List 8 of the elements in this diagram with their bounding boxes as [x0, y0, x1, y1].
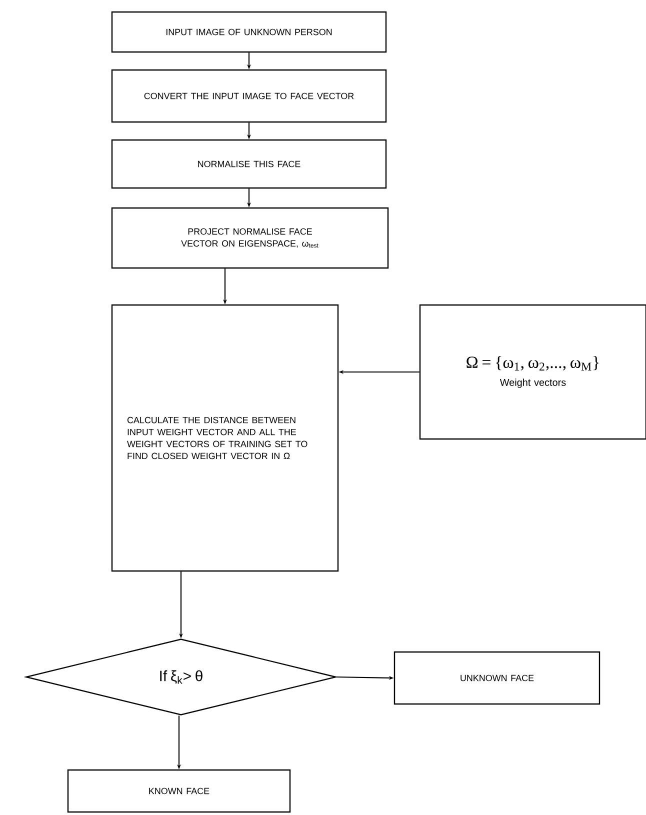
process-box: KNOWN FACE — [67, 769, 291, 813]
process-box: PROJECT NORMALISE FACE VECTOR ON EIGENSPACE, ω$_{test}$ — [111, 207, 389, 269]
process-box: CALCULATE THE DISTANCE BETWEEN INPUT WEIGHT VECTOR AND ALL THE WEIGHT VECTORS OF TRAINING SET TO FIND CLOSED WEIGHT VECTOR IN Ω — [111, 304, 339, 572]
process-box: CONVERT THE INPUT IMAGE TO FACE VECTOR — [111, 69, 387, 123]
process-box: NORMALISE THIS FACE — [111, 139, 387, 189]
process-box: INPUT IMAGE OF UNKNOWN PERSON — [111, 11, 387, 53]
process-box: UNKNOWN FACE — [394, 651, 600, 705]
info-box: Ω = {ω$_{1}$, ω$_{2}$,..., ω$_{M}$} Weight vectors — [419, 304, 646, 440]
